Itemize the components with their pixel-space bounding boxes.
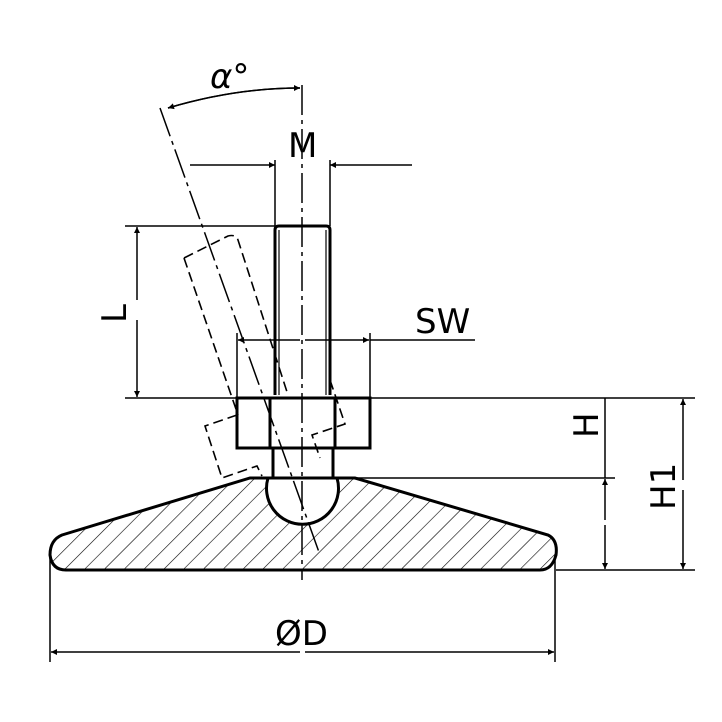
- length-label: L: [95, 304, 135, 323]
- diameter-label: ØD: [275, 614, 328, 654]
- wrench-size-label: SW: [415, 302, 470, 342]
- dimension-lines: [49, 85, 695, 662]
- hex-nut: [235, 396, 372, 450]
- tilt-axis: [159, 107, 321, 556]
- neck: [271, 446, 335, 480]
- height-label: H: [567, 412, 607, 438]
- thread-label: M: [288, 126, 317, 166]
- total-height-label: H1: [644, 463, 684, 510]
- angle-label: α°: [210, 57, 249, 97]
- tilted-phantom: [183, 234, 347, 480]
